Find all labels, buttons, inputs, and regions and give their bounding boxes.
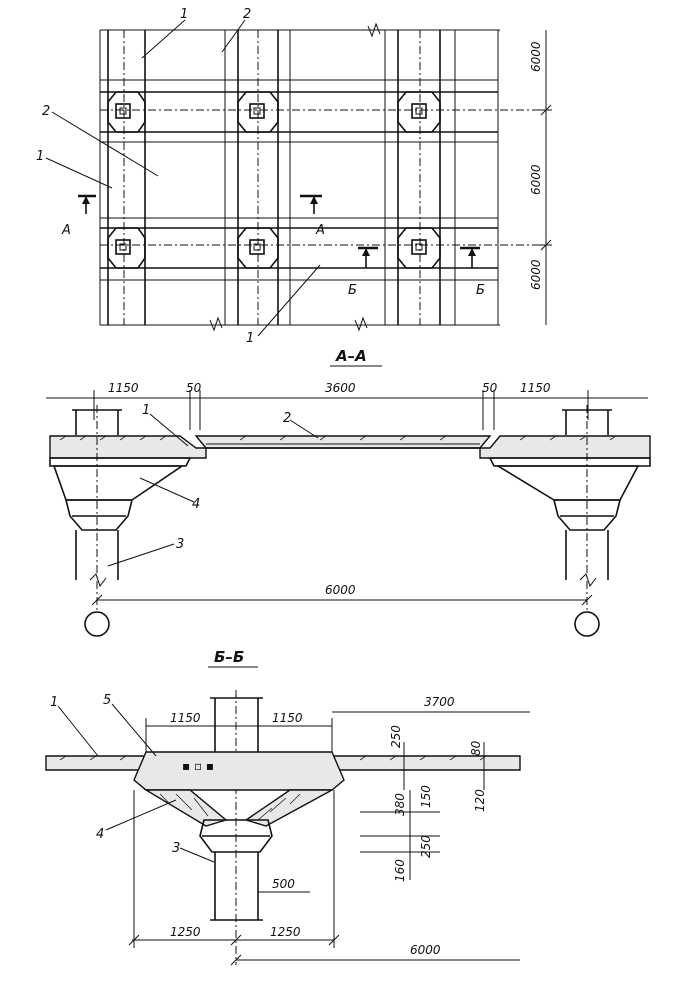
section-aa-title: А–А [335,347,367,365]
bb-dim-250-bottom: 250 [419,835,433,858]
bb-dim-1150-right: 1150 [272,711,303,725]
plan-dim-1: 6000 [529,41,543,72]
section-mark-b1: Б [348,283,357,298]
plan-dim-3: 6000 [529,259,543,290]
bb-dim-3700: 3700 [424,695,455,709]
aa-label-2: 2 [283,411,291,426]
section-marks: А А Б Б [61,194,485,298]
section-mark-a1: А [61,223,71,238]
section-aa: А–А 1150 50 3600 50 1150 [46,347,651,637]
plan-dim-2: 6000 [529,164,543,195]
bb-dim-120: 120 [473,789,487,812]
bb-dim-150: 150 [419,785,433,808]
aa-dim-50-left: 50 [186,381,202,395]
svg-text:▪ ▫ ▪: ▪ ▫ ▪ [182,759,214,773]
bb-dim-1250-left: 1250 [170,925,201,939]
aa-dim-1150-left: 1150 [108,381,139,395]
plan-dimensions: 6000 6000 6000 [529,30,552,325]
aa-dim-3600: 3600 [325,381,356,395]
section-bb: Б–Б 1150 1150 3700 [45,648,530,966]
bb-label-1: 1 [50,695,58,710]
bb-label-4: 4 [96,827,104,842]
axis-bubble-right [574,611,600,637]
column-strips-vertical [107,30,456,325]
bb-label-5: 5 [103,693,111,708]
aa-label-4: 4 [192,497,200,512]
bb-dim-1250-right: 1250 [270,925,301,939]
axis-bubble-left [84,611,110,637]
aa-dim-1150-right: 1150 [520,381,551,395]
bb-dim-80: 80 [469,740,483,756]
plan-label-1b: 1 [36,149,44,164]
aa-label-1: 1 [142,403,150,418]
bb-dim-160: 160 [393,859,407,882]
bb-dim-250-top: 250 [389,725,403,748]
section-mark-a2: А [315,223,325,238]
section-mark-b2: Б [476,283,485,298]
column-strips-horizontal [100,79,548,281]
bb-dim-500: 500 [272,877,295,891]
section-bb-title: Б–Б [214,648,244,666]
bb-dim-1150-left: 1150 [170,711,201,725]
bb-dim-380: 380 [393,793,407,816]
plan-label-2b: 2 [42,104,50,119]
plan-label-2a: 2 [243,7,251,22]
bb-label-3: 3 [172,841,180,856]
plan-label-1a: 1 [180,7,188,22]
plan-label-1c: 1 [246,331,254,346]
column-capitals [107,91,441,269]
bb-dim-6000: 6000 [410,943,441,957]
aa-label-3: 3 [176,537,184,552]
aa-dim-6000: 6000 [325,583,356,597]
plan-view: 6000 6000 6000 1 2 2 1 1 А А Б [36,7,552,346]
aa-dim-50-right: 50 [482,381,498,395]
